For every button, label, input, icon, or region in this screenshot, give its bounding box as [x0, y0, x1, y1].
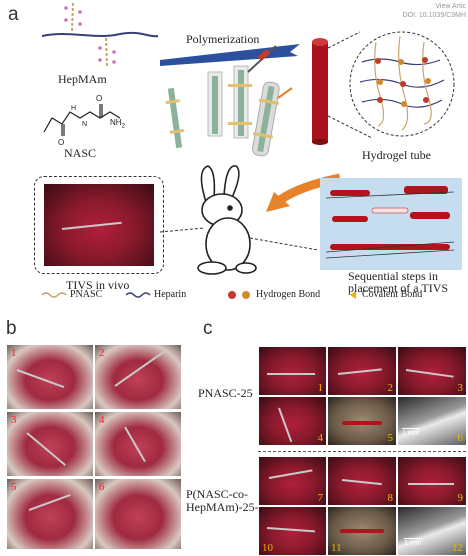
legend-hbond-dot-orange — [242, 291, 250, 299]
panel-b-photo-1: 1 — [6, 344, 94, 410]
mold-illustration — [165, 45, 293, 157]
hydrogel-tube-illustration — [312, 38, 328, 145]
hydrogel-tube-label: Hydrogel tube — [362, 148, 431, 162]
panel-c-photo-6: 1 mm 6 — [397, 396, 467, 446]
sequential-steps-label: Sequential steps in placement of a TIVS — [348, 269, 449, 295]
panel-c-photo-12: 1 mm 12 — [397, 506, 467, 556]
panel-b-photo-4: 4 — [94, 411, 182, 477]
tivs-frame — [34, 176, 164, 274]
view-article-link[interactable]: View Artic — [435, 3, 466, 10]
svg-text:O: O — [96, 94, 102, 103]
polymerization-arrow — [160, 44, 300, 66]
panel-a-schematic: O O H N — [41, 1, 462, 299]
panel-c-photo-9: 9 — [397, 456, 467, 506]
pnasc-25-label: PNASC-25 — [198, 386, 253, 400]
nasc-label: NASC — [64, 146, 97, 160]
panel-c-photo-5: 5 — [327, 396, 397, 446]
panel-b-letter: b — [6, 318, 17, 339]
panel-c-photo-4: 4 — [258, 396, 327, 446]
nh2-label: NH2 — [110, 118, 125, 130]
legend-hbond-label: Hydrogen Bond — [256, 289, 321, 300]
copolymer-label: P(NASC-co- HepMAm)-25-15 — [186, 487, 271, 514]
panel-b-photo-6: 6 — [94, 478, 182, 550]
svg-text:N: N — [82, 121, 87, 128]
nasc-structure — [43, 104, 121, 136]
legend-heparin-wave — [125, 292, 151, 298]
rabbit-illustration — [197, 165, 257, 275]
sequential-steps-illustration — [325, 186, 455, 259]
panel-c-photo-10: 10 — [258, 506, 327, 556]
panel-b-photo-2: 2 — [94, 344, 182, 410]
panel-b-photo-5: 5 — [6, 478, 94, 550]
hepmam-structure — [41, 1, 159, 67]
panel-c-photo-7: 7 — [258, 456, 327, 506]
legend-covalent-label: Covalent Bond — [362, 289, 423, 300]
polymerization-label: Polymerization — [186, 32, 260, 46]
tivs-in-vivo-label: TIVS in vivo — [66, 278, 130, 292]
doi-text: DOI: 10.1039/C9MH — [402, 12, 466, 19]
network-zoom — [349, 31, 455, 137]
legend-covalent-triangle — [350, 291, 356, 299]
legend-heparin-label: Heparin — [154, 289, 187, 300]
legend-pnasc-wave — [41, 292, 67, 298]
orange-arrow — [266, 192, 290, 212]
panel-c-photo-1: 1 — [258, 346, 327, 396]
legend-pnasc-label: PNASC — [70, 289, 103, 300]
svg-text:H: H — [71, 105, 76, 112]
panel-b-photo-3: 3 — [6, 411, 94, 477]
legend-hbond-dot-red — [228, 291, 236, 299]
hepmam-label: HepMAm — [58, 72, 107, 86]
row-separator — [258, 451, 466, 452]
tivs-photo — [43, 183, 155, 267]
panel-c-photo-8: 8 — [327, 456, 397, 506]
panel-c-letter: c — [203, 318, 213, 339]
panel-c-photo-11: 11 — [327, 506, 397, 556]
scale-bar: 1 mm — [402, 428, 420, 437]
scale-bar-2: 1 mm — [404, 538, 422, 547]
panel-c-photo-2: 2 — [327, 346, 397, 396]
panel-a-letter: a — [8, 4, 19, 25]
svg-text:O: O — [58, 138, 64, 147]
panel-c-photo-3: 3 — [397, 346, 467, 396]
